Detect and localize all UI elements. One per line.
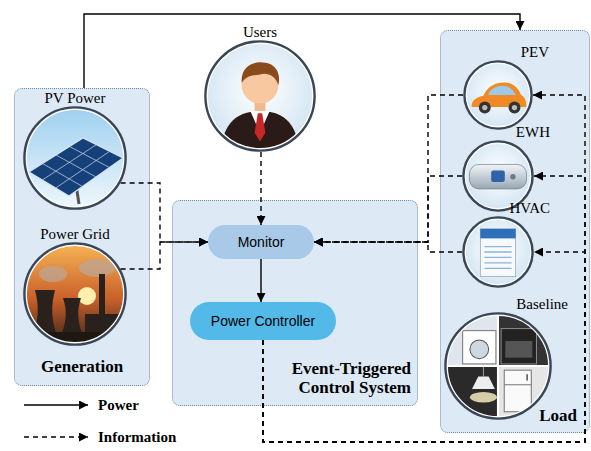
device-outline [204, 40, 316, 152]
group-title: Generation [41, 357, 149, 376]
outer-ring [464, 61, 531, 128]
device-outline [444, 312, 552, 420]
device-picture [206, 42, 314, 150]
device-circle: Power Grid [23, 226, 127, 346]
legend-entry: Power [98, 396, 139, 414]
group-title: Event-Triggered Control System [271, 359, 411, 397]
information-arrow [121, 242, 208, 269]
device-outline [462, 216, 534, 288]
circle-label: PEV [463, 44, 549, 60]
information-arrow [314, 176, 462, 242]
legend-label: Information [98, 428, 176, 446]
inner-ring [465, 143, 531, 209]
outer-ring [463, 217, 532, 286]
device-picture [446, 314, 550, 418]
device-circle: Baseline [444, 296, 568, 420]
inner-ring [466, 63, 530, 127]
inner-ring [26, 245, 124, 343]
device-picture [465, 62, 531, 128]
information-arrow [263, 176, 585, 442]
group-panel: Generation PV PowerPower Grid [14, 88, 150, 386]
outer-ring [205, 41, 314, 150]
information-arrow [263, 252, 585, 442]
device-picture [464, 218, 532, 286]
circle-label: Users [204, 24, 316, 40]
circle-label: HVAC [462, 200, 550, 216]
information-arrow [121, 183, 208, 242]
box-label: Power Controller [211, 313, 315, 329]
outer-ring [24, 107, 125, 208]
group-panel: Load PEV EWH HVAC Baseline [440, 30, 590, 433]
information-arrow [314, 95, 463, 242]
device-picture [464, 142, 532, 210]
information-arrow [260, 152, 261, 225]
device-picture [25, 244, 125, 344]
circle-label: PV Power [23, 90, 127, 106]
circle-label: Power Grid [23, 226, 127, 242]
inner-ring [447, 315, 549, 417]
legend-entry: Information [98, 428, 176, 446]
device-circle: PEV [463, 44, 549, 130]
outer-ring [24, 243, 125, 344]
group-panel: Event-Triggered Control System MonitorPow… [172, 200, 418, 406]
circle-label: Baseline [444, 296, 568, 312]
device-outline [23, 242, 127, 346]
inner-ring [26, 109, 124, 207]
device-outline [23, 106, 127, 210]
legend-information-sample [24, 436, 88, 437]
power-arrow [84, 14, 520, 88]
circle-label: EWH [462, 124, 550, 140]
device-circle: EWH [462, 124, 550, 212]
device-circle: PV Power [23, 90, 127, 210]
device-circle: HVAC [462, 200, 550, 288]
inner-ring [465, 219, 531, 285]
legend-power-sample [24, 404, 88, 405]
process-box: Monitor [208, 225, 314, 259]
information-arrow [263, 95, 585, 442]
legend-label: Power [98, 396, 139, 414]
group-title: Load [441, 406, 589, 425]
information-arrow [314, 242, 462, 252]
outer-ring [445, 313, 550, 418]
box-label: Monitor [238, 234, 285, 250]
power-arrow [260, 259, 261, 302]
process-box: Power Controller [190, 302, 336, 340]
device-picture [25, 108, 125, 208]
device-circle: Users [204, 24, 316, 152]
inner-ring [207, 43, 313, 149]
device-outline [463, 60, 533, 130]
